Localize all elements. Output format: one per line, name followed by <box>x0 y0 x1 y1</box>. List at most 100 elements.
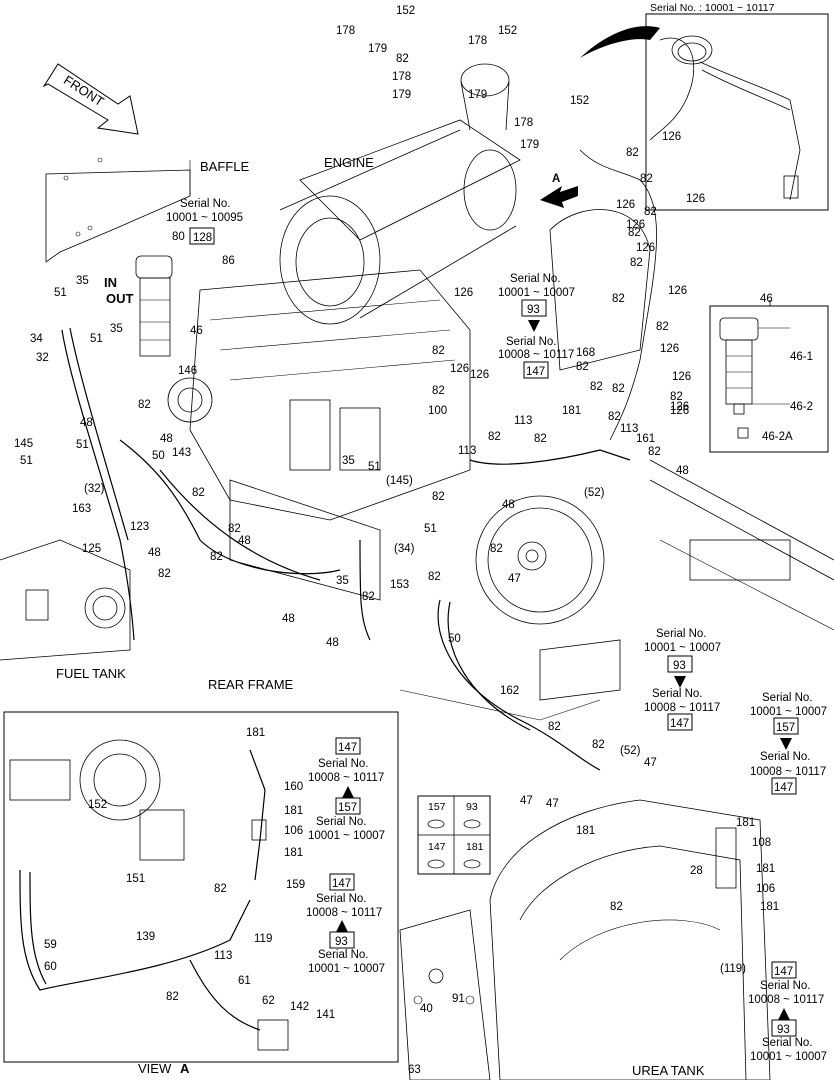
part-number-label: 82 <box>640 173 653 185</box>
boxed-ref-157-b: 157 <box>338 802 357 814</box>
part-number-label: 126 <box>672 371 691 383</box>
serial-label-10: Serial No. <box>316 893 367 905</box>
part-number-label: 60 <box>44 961 57 973</box>
part-number-label: 82 <box>628 227 641 239</box>
part-number-label: 123 <box>130 521 149 533</box>
part-number-label: 181 <box>756 863 775 875</box>
part-number-label: 47 <box>644 757 657 769</box>
serial-label-9: Serial No. <box>316 816 367 828</box>
part-number-label: 82 <box>210 551 223 563</box>
part-number-label: 152 <box>396 5 415 17</box>
part-number-label: 82 <box>432 345 445 357</box>
part-number-label: 126 <box>454 287 473 299</box>
part-number-label: 100 <box>428 405 447 417</box>
part-number-label: 82 <box>228 523 241 535</box>
serial-label-12: Serial No. <box>760 980 811 992</box>
in-label: IN <box>104 275 117 290</box>
part-number-label: 82 <box>644 206 657 218</box>
part-number-label: 46-2A <box>762 431 793 443</box>
serial-label-5: Serial No. <box>652 688 703 700</box>
part-number-label: 178 <box>392 71 411 83</box>
boxed-ref-147-a: 147 <box>526 366 545 378</box>
part-number-label: 143 <box>172 447 191 459</box>
part-number-label: 46 <box>190 325 203 337</box>
serial-range-10: 10008 ~ 10117 <box>306 907 382 919</box>
part-number-label: 82 <box>590 381 603 393</box>
part-number-label: 51 <box>90 333 103 345</box>
part-number-label: 181 <box>284 805 303 817</box>
part-number-label: 146 <box>178 365 197 377</box>
serial-label-6: Serial No. <box>762 692 813 704</box>
part-number-label: 48 <box>80 417 93 429</box>
part-number-label: 139 <box>136 931 155 943</box>
part-number-label: 113 <box>214 950 232 962</box>
boxed-ref-147-f: 147 <box>774 966 793 978</box>
part-number-label: 82 <box>396 53 409 65</box>
serial-label-8: Serial No. <box>318 758 369 770</box>
part-number-label: 126 <box>662 131 681 143</box>
part-number-label: 126 <box>668 285 687 297</box>
part-number-label: 126 <box>660 343 679 355</box>
boxed-ref-157-a: 157 <box>776 722 795 734</box>
part-number-label: (145) <box>386 475 413 487</box>
part-number-label: 46 <box>760 293 773 305</box>
serial-label-1: Serial No. <box>180 198 231 210</box>
part-number-label: 168 <box>576 347 595 359</box>
part-number-label: 179 <box>368 43 387 55</box>
part-number-label: 162 <box>500 685 519 697</box>
part-number-label: 82 <box>648 446 661 458</box>
part-number-label: 82 <box>432 385 445 397</box>
part-number-label: 82 <box>670 391 683 403</box>
inset-detail-box: Serial No. : 10001 ~ 10117 <box>580 2 829 211</box>
serial-range-2: 10001 ~ 10007 <box>498 287 575 299</box>
part-number-label: 126 <box>450 363 469 375</box>
boxed-ref-147-d: 147 <box>338 742 357 754</box>
baffle-label: BAFFLE <box>200 159 249 174</box>
part-number-label: 46-1 <box>790 351 813 363</box>
part-number-labels: 1521781798217817915217817917817915282126… <box>14 5 813 1076</box>
part-number-label: 179 <box>468 89 487 101</box>
clamp-legend: 157 93 147 181 <box>417 795 491 875</box>
part-number-label: 47 <box>508 573 521 585</box>
part-number-label: 48 <box>676 465 689 477</box>
part-number-label: 141 <box>316 1009 335 1021</box>
hose-routing <box>61 149 657 771</box>
part-number-label: 82 <box>626 147 639 159</box>
part-number-label: 50 <box>448 633 461 645</box>
part-number-label: 51 <box>76 439 89 451</box>
part-number-label: 181 <box>736 817 755 829</box>
part-number-label: 82 <box>548 721 561 733</box>
part-number-label: 178 <box>514 117 533 129</box>
part-number-label: 82 <box>432 491 445 503</box>
part-number-label: 80 <box>172 231 185 243</box>
part-number-label: 82 <box>362 591 375 603</box>
boxed-ref-147-c: 147 <box>774 782 793 794</box>
legend-cell-2: 93 <box>466 801 478 813</box>
part-number-label: 48 <box>326 637 339 649</box>
part-number-label: 113 <box>458 445 476 457</box>
part-number-label: 48 <box>282 613 295 625</box>
legend-cell-4: 181 <box>466 841 484 853</box>
part-number-label: 62 <box>262 995 275 1007</box>
boxed-ref-93-c: 93 <box>335 936 348 948</box>
boxed-ref-93-a: 93 <box>527 304 540 316</box>
legend-cell-3: 147 <box>428 841 446 853</box>
part-number-label: 126 <box>470 369 489 381</box>
part-number-label: 82 <box>490 543 503 555</box>
rear-frame <box>399 639 621 721</box>
part-number-label: 106 <box>756 883 775 895</box>
part-number-label: 35 <box>76 275 89 287</box>
serial-label-4: Serial No. <box>656 628 707 640</box>
part-number-label: 46-2 <box>790 401 813 413</box>
boxed-ref-147-e: 147 <box>332 878 351 890</box>
boxed-ref-128: 128 <box>193 232 212 244</box>
part-number-label: 82 <box>608 411 621 423</box>
serial-range-7: 10008 ~ 10117 <box>750 766 826 778</box>
rear-frame-label: REAR FRAME <box>208 677 294 692</box>
serial-label-3: Serial No. <box>506 336 557 348</box>
part-number-label: 61 <box>238 975 251 987</box>
boxed-ref-147-b: 147 <box>670 718 689 730</box>
serial-range-13: 10001 ~ 10007 <box>750 1051 827 1063</box>
baffle-plate <box>45 157 191 263</box>
